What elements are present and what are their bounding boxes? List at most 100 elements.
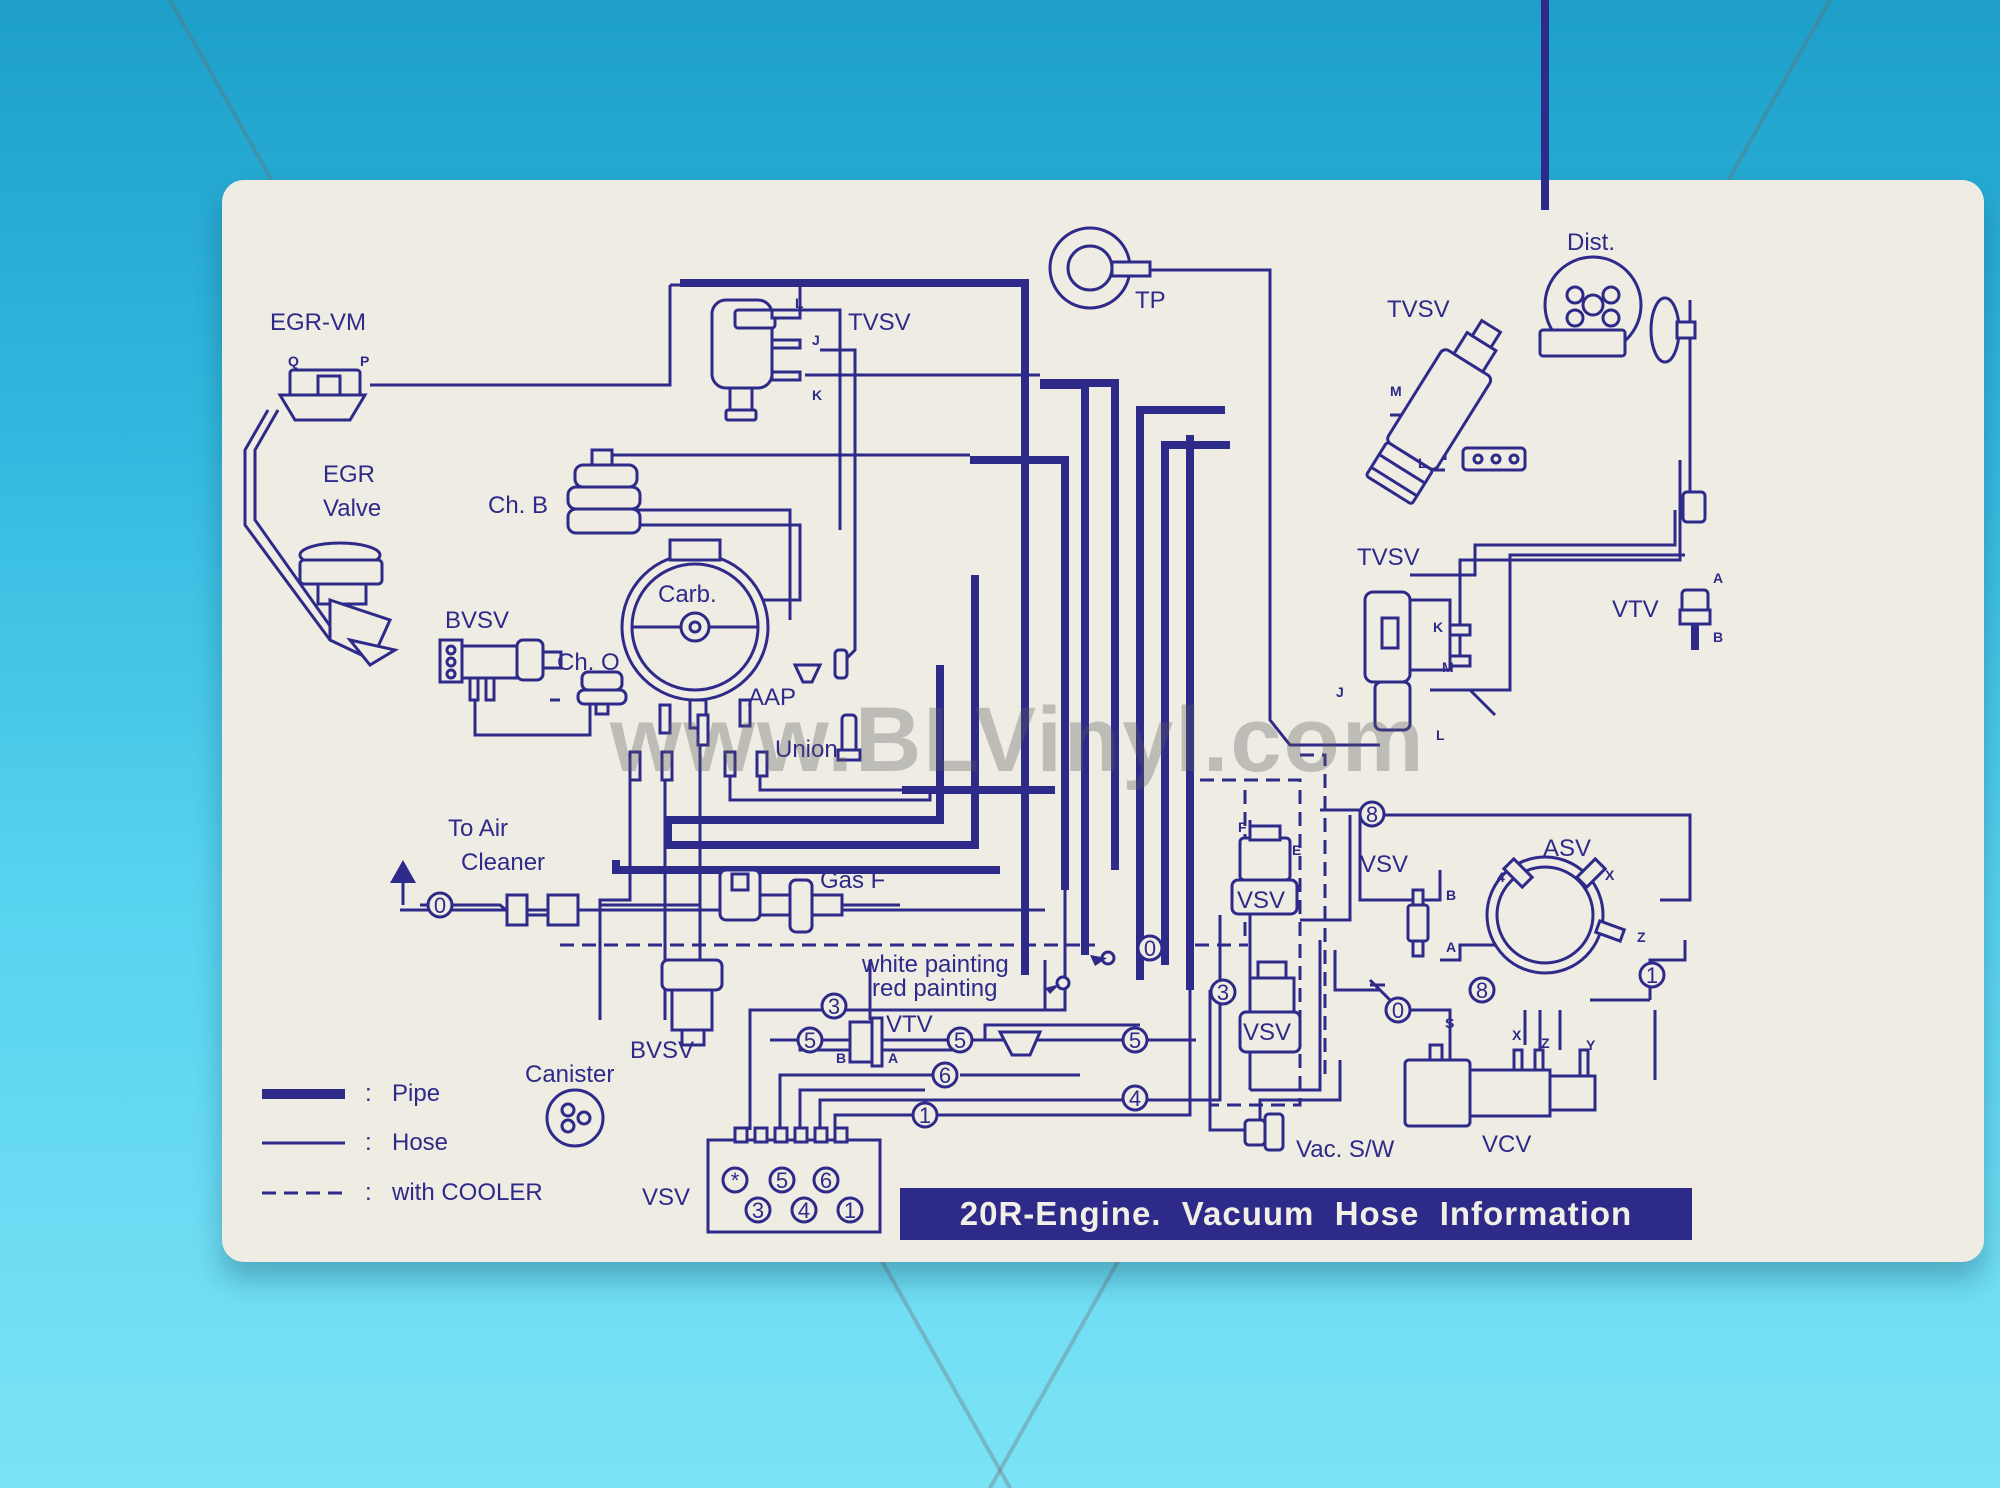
label-to-air-1: To Air (448, 815, 508, 842)
vsv-mid2-component (1238, 960, 1302, 1054)
legend-cooler-sep: : (365, 1179, 372, 1206)
label-canister: Canister (525, 1061, 614, 1088)
tvsv-right-component (1365, 318, 1527, 505)
asv-component (1485, 855, 1627, 975)
legend-pipe-sep: : (365, 1080, 372, 1107)
bvsv-bottom-component (660, 958, 724, 1047)
egr-valve-component (298, 541, 399, 667)
label-vsv-mid2: VSV (1243, 1019, 1291, 1046)
svg-text:3: 3 (752, 1198, 764, 1223)
svg-text:E: E (1292, 842, 1301, 858)
label-ch-b: Ch. B (488, 492, 548, 519)
hose-number-6: 6 (931, 1061, 959, 1089)
hose-number-5-b: 5 (946, 1026, 974, 1054)
label-egr-valve-2: Valve (323, 495, 381, 522)
svg-text:4: 4 (1497, 869, 1505, 885)
svg-text:X: X (1512, 1027, 1522, 1043)
label-union: Union (775, 736, 838, 763)
svg-text:1: 1 (1646, 963, 1658, 988)
hose-number-5-c: 5 (1121, 1026, 1149, 1054)
svg-text:M: M (1390, 383, 1402, 399)
hose-number-0-mid: 0 (1136, 934, 1164, 962)
label-tvsv-top: TVSV (848, 309, 911, 336)
svg-text:A: A (1713, 570, 1723, 586)
svg-text:M: M (1442, 659, 1454, 675)
label-carb: Carb. (658, 581, 717, 608)
vsv-right-component (1406, 888, 1430, 958)
svg-text:B: B (836, 1050, 846, 1066)
svg-text:4: 4 (798, 1198, 810, 1223)
label-vsv-right: VSV (1360, 851, 1408, 878)
label-vac-sw: Vac. S/W (1296, 1136, 1395, 1163)
svg-text:5: 5 (776, 1168, 788, 1193)
svg-text:4: 4 (1129, 1086, 1141, 1111)
hose-number-5-a: 5 (796, 1026, 824, 1054)
svg-text:Z: Z (1541, 1035, 1550, 1051)
tp-component (1048, 226, 1152, 310)
svg-text:8: 8 (1366, 802, 1378, 827)
svg-text:K: K (1433, 619, 1443, 635)
label-vsv-bottom: VSV (642, 1184, 690, 1211)
legend: : Pipe : Hose : with COOLER (262, 1080, 543, 1206)
hose-number-4: 4 (1121, 1084, 1149, 1112)
svg-text:6: 6 (939, 1063, 951, 1088)
port-letters: Q P L J K M L K M J L A B B A F E B A 4 … (288, 295, 1723, 1066)
vsv-port-numbers: * 5 6 3 4 1 (721, 1166, 864, 1224)
svg-text:0: 0 (434, 893, 446, 918)
svg-text:Y: Y (1586, 1037, 1596, 1053)
label-ch-o: Ch. O (557, 649, 620, 676)
svg-text:L: L (795, 295, 804, 311)
gas-f-component (505, 868, 844, 934)
carb-nipples (628, 713, 769, 782)
hose-number-1-a: 1 (911, 1101, 939, 1129)
svg-text:0: 0 (1392, 998, 1404, 1023)
label-vtv-bottom: VTV (886, 1011, 933, 1038)
egr-vm-component (277, 368, 368, 422)
canister-component (545, 1088, 605, 1148)
svg-text:X: X (1605, 867, 1615, 883)
svg-text:5: 5 (1129, 1028, 1141, 1053)
svg-text:P: P (360, 353, 369, 369)
svg-text:A: A (888, 1050, 898, 1066)
svg-text:*: * (731, 1168, 740, 1193)
legend-hose-label: Hose (392, 1129, 448, 1156)
svg-text:5: 5 (954, 1028, 966, 1053)
vtv-bottom-fitting (997, 1030, 1043, 1057)
label-asv: ASV (1543, 835, 1591, 862)
ch-b-component (566, 448, 642, 535)
label-egr-valve-1: EGR (323, 461, 375, 488)
distributor-component (1538, 255, 1697, 364)
svg-text:1: 1 (919, 1103, 931, 1128)
ch-o-component (576, 670, 628, 716)
svg-text:3: 3 (828, 994, 840, 1019)
svg-text:6: 6 (820, 1168, 832, 1193)
label-aap: AAP (748, 684, 796, 711)
svg-text:L: L (1418, 455, 1427, 471)
svg-text:8: 8 (1476, 978, 1488, 1003)
vtv-right-component (1678, 490, 1712, 626)
legend-pipe-label: Pipe (392, 1080, 440, 1107)
diagram-title-bar: 20R-Engine. Vacuum Hose Information (900, 1188, 1692, 1240)
label-tvsv-right: TVSV (1387, 296, 1450, 323)
to-air-cleaner-arrow (390, 860, 416, 905)
hose-number-1-b: 1 (1638, 961, 1666, 989)
svg-text:S: S (1445, 1015, 1454, 1031)
legend-cooler-label: with COOLER (391, 1179, 543, 1206)
svg-text:K: K (812, 387, 822, 403)
label-egr-vm: EGR-VM (270, 309, 366, 336)
label-gas-f: Gas F (820, 867, 885, 894)
hose-number-0-right: 0 (1384, 996, 1412, 1024)
pipe-lines (612, 0, 1699, 990)
svg-text:3: 3 (1217, 980, 1229, 1005)
painting-markers (1045, 950, 1116, 994)
watermark-text: www.BLVinyl.com (610, 689, 1426, 791)
tvsv-mid-component (1363, 590, 1472, 732)
hose-number-markers: 0 0 0 3 3 5 5 5 6 1 1 4 8 8 (426, 800, 1666, 1129)
svg-text:0: 0 (1144, 936, 1156, 961)
hose-number-0-left: 0 (426, 891, 454, 919)
svg-text:J: J (1336, 684, 1344, 700)
tvsv-top-component (710, 298, 802, 422)
svg-text:J: J (812, 332, 820, 348)
hose-number-8-a: 8 (1358, 800, 1386, 828)
carburetor-component (620, 538, 770, 735)
